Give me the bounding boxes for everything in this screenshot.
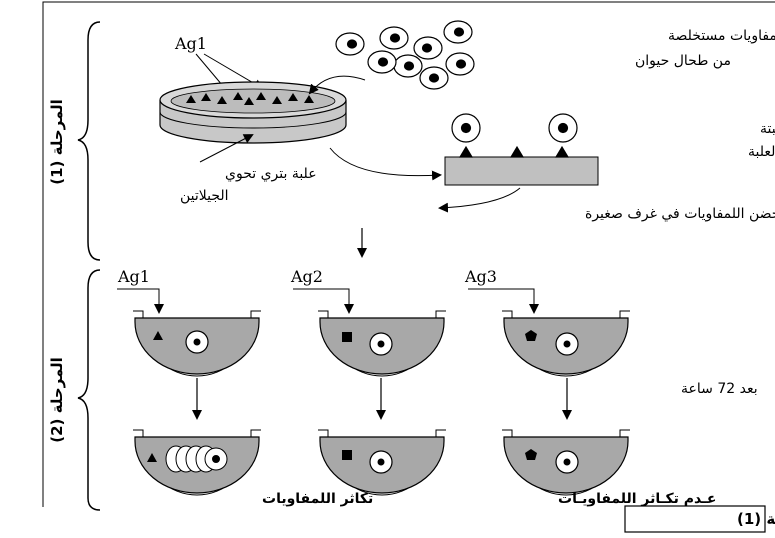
stage2-brace <box>77 269 101 511</box>
dish-to-surface-arrow <box>329 147 442 181</box>
fixed-lymphocytes-label-line1: اللمفاويات المثبتة <box>760 121 775 137</box>
lymphocytes-cluster <box>335 20 475 90</box>
well3-antigen-label: Ag3 <box>464 267 497 286</box>
document-frame <box>42 1 775 507</box>
document-label: الوثيقة (1) <box>737 510 775 528</box>
well1-antigen-arrow <box>117 288 164 314</box>
well2-antigen-label: Ag2 <box>290 267 323 286</box>
dish-label-arrow <box>199 134 254 163</box>
well2-antigen-arrow <box>293 288 354 314</box>
well2-top <box>318 310 446 377</box>
stage1-label: المرحلة (1) <box>48 99 66 185</box>
lymphocytes-source-line2: من طحال حيوان <box>635 53 731 69</box>
lymphocytes-to-dish-arrow <box>308 75 366 95</box>
result-no-proliferation: عـدم تكـاثر اللمفاويـات <box>558 491 716 507</box>
proliferated-lymphocytes <box>165 445 228 473</box>
ag1-triangles <box>186 92 314 105</box>
petri-dish-label-line2: الجيلاتين <box>180 188 229 204</box>
result-proliferation: تكاثر اللمفاويات <box>262 491 373 507</box>
stage2-label: المرحلة (2) <box>48 357 66 443</box>
well3-top <box>502 310 630 377</box>
stage1-antigen-label: Ag1 <box>174 34 207 53</box>
well3-bottom <box>502 429 630 496</box>
time-label: بعد 72 ساعة <box>681 381 758 397</box>
well1-antigen-label: Ag1 <box>117 267 150 286</box>
surface-to-incubation-arrow <box>438 187 521 213</box>
dish-surface <box>444 156 599 186</box>
well3-antigen-arrow <box>468 288 539 314</box>
lymphocytes-source-line1: لمفاويات مستخلصة <box>668 28 775 44</box>
well1-bottom <box>133 429 261 496</box>
well2-bottom <box>318 429 446 496</box>
stage1-brace <box>77 21 101 261</box>
fixed-lymphocytes-label-line2: على سطح العلبة <box>748 144 775 160</box>
document-label-box <box>624 505 766 533</box>
petri-dish <box>159 81 347 144</box>
petri-dish-label-line1: علبة بتري تحوي <box>225 166 317 182</box>
fixed-lymphocytes <box>451 113 578 158</box>
well1-top <box>133 310 261 377</box>
incubation-label: حضن اللمفاويات في غرف صغيرة <box>585 206 775 222</box>
